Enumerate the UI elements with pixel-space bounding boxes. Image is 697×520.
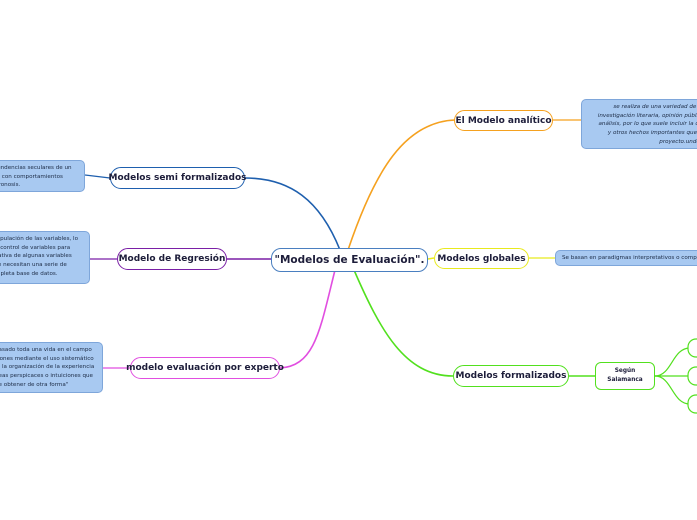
note-analitico-line: proyecto.undefined xyxy=(659,138,697,145)
note-analitico-line: y otros hechos importantes que son n xyxy=(607,129,697,136)
note-experto: pasado toda una vida en el campo ciones … xyxy=(0,342,103,393)
leaf-node-1[interactable] xyxy=(687,338,697,358)
note-experto-line: ciones mediante el uso sistemático xyxy=(0,355,94,362)
central-topic-label: "Modelos de Evaluación". xyxy=(274,254,425,266)
branch-formalizados[interactable]: Modelos formalizados xyxy=(453,365,569,387)
note-regresion: nipulación de las variables, lo e contro… xyxy=(0,231,90,284)
connector-semi xyxy=(244,177,341,251)
leaf-node-2[interactable] xyxy=(687,366,697,386)
note-analitico-line: se realiza de una variedad de mane xyxy=(613,104,697,110)
connector-globales xyxy=(427,257,435,260)
connector-note-semi xyxy=(84,174,111,179)
note-semi-line: la con comportamientos xyxy=(0,173,63,180)
subnode-segun-line1: Según xyxy=(614,367,636,374)
branch-formalizados-label: Modelos formalizados xyxy=(455,371,567,381)
connector-experto xyxy=(279,269,336,369)
branch-semi[interactable]: Modelos semi formalizados xyxy=(108,167,247,189)
branch-analitico[interactable]: El Modelo analítico xyxy=(454,110,553,131)
note-regresion-line: mpleta base de datos. xyxy=(0,270,58,277)
note-experto-line: de obtener de otra forma" xyxy=(0,381,69,388)
note-semi-line: pronosis. xyxy=(0,182,21,189)
subnode-segun-salamanca[interactable]: Según Salamanca xyxy=(595,362,655,390)
central-topic[interactable]: "Modelos de Evaluación". xyxy=(271,248,428,272)
note-analitico-line: análisis, por lo que suele incluir la co… xyxy=(598,121,697,128)
note-semi-line: tendencias seculares de un xyxy=(0,165,72,171)
note-regresion-line: se necesitan una serie de xyxy=(0,261,67,268)
subnode-segun-line2: Salamanca xyxy=(607,377,643,383)
note-regresion-line: cativa de algunas variables xyxy=(0,253,72,260)
branch-semi-label: Modelos semi formalizados xyxy=(108,173,247,183)
connector-leaf-1 xyxy=(654,347,691,377)
note-semi: tendencias seculares de un la con compor… xyxy=(0,160,85,192)
branch-analitico-label: El Modelo analítico xyxy=(455,115,552,126)
connector-leaf-3 xyxy=(654,375,691,405)
branch-regresion[interactable]: Modelo de Regresión xyxy=(117,248,227,270)
leaf-node-3[interactable] xyxy=(687,394,697,414)
branch-regresion-label: Modelo de Regresión xyxy=(118,254,226,264)
branch-globales-label: Modelos globales xyxy=(437,253,526,264)
note-globales-line: Se basan en paradigmas interpretativos o… xyxy=(562,255,697,261)
branch-globales[interactable]: Modelos globales xyxy=(434,248,529,269)
note-analitico: se realiza de una variedad de mane inves… xyxy=(581,99,697,149)
note-analitico-line: investigación literaria, opinión pública… xyxy=(597,112,697,119)
note-experto-line: deas perspicaces o intuiciones que xyxy=(0,372,93,379)
note-regresion-line: nipulación de las variables, lo xyxy=(0,236,79,242)
branch-experto[interactable]: modelo evaluación por experto xyxy=(126,357,284,379)
note-experto-line: pasado toda una vida en el campo xyxy=(0,347,92,353)
note-globales: Se basan en paradigmas interpretativos o… xyxy=(555,250,697,266)
branch-experto-label: modelo evaluación por experto xyxy=(126,363,284,373)
note-regresion-line: e control de variables para xyxy=(0,244,71,251)
connector-formalizados xyxy=(353,269,454,377)
connector-analitico xyxy=(347,119,456,251)
note-experto-line: a, la organización de la experiencia xyxy=(0,364,95,371)
